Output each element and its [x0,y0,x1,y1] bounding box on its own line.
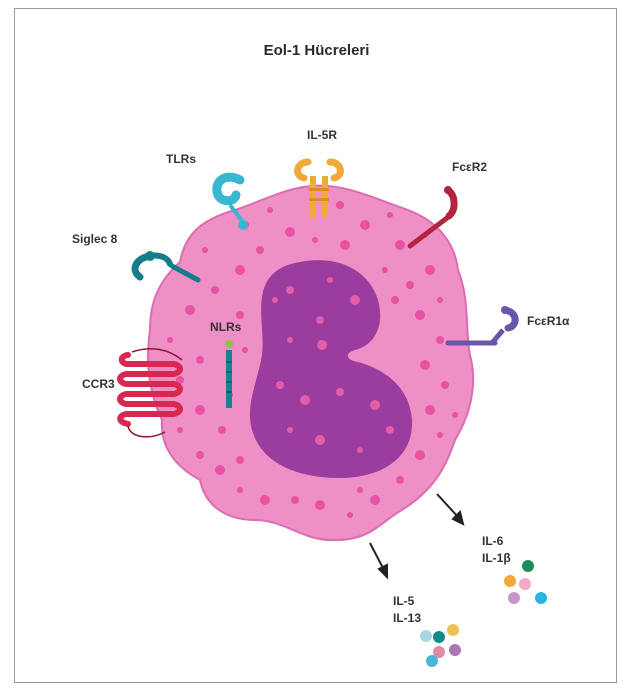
fcer1a-label: FcεR1α [527,314,569,328]
cytokine-dots-group2 [420,624,461,667]
nlr-receptor [225,340,233,408]
ccr3-label: CCR3 [82,377,115,391]
cytokine-label-il1b: IL-1β [482,551,511,565]
tlrs-label: TLRs [166,152,196,166]
cytokine-label-il13: IL-13 [393,611,421,625]
nlrs-label: NLRs [210,320,241,334]
cytokine-label-il6: IL-6 [482,534,503,548]
siglec8-label: Siglec 8 [72,232,117,246]
cytokine-label-il5: IL-5 [393,594,414,608]
il5r-label: IL-5R [307,128,337,142]
cytokine-dots-group1 [504,560,547,604]
fcer2-label: FcεR2 [452,160,487,174]
